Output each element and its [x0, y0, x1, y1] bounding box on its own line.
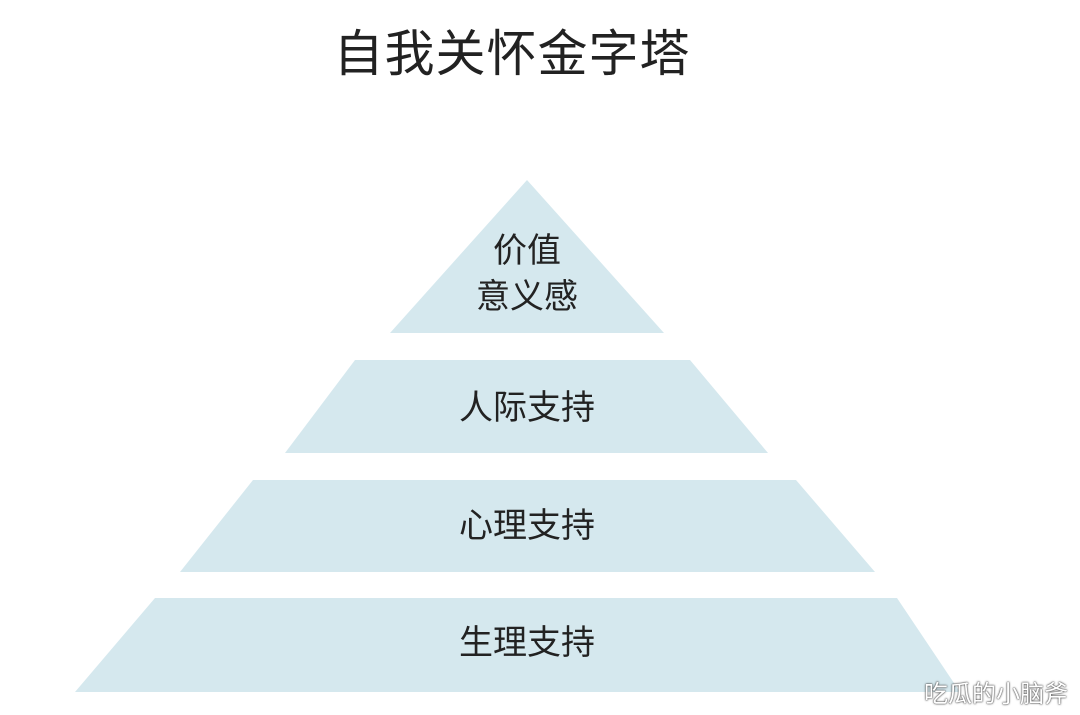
diagram-title: 自我关怀金字塔: [333, 25, 691, 83]
level-3-label: 心理支持: [459, 506, 595, 546]
level-top-label: 价值 意义感: [427, 228, 627, 320]
pyramid-level-2: [285, 360, 768, 453]
pyramid-level-3: [180, 480, 875, 572]
level-top-line1: 价值: [493, 231, 561, 271]
level-4-label: 生理支持: [459, 623, 595, 663]
level-top-line2: 意义感: [476, 277, 578, 317]
watermark: 吃瓜的小脑斧: [924, 680, 1068, 708]
pyramid-level-top: [390, 180, 664, 333]
level-2-label: 人际支持: [459, 388, 595, 428]
pyramid-level-4: [75, 598, 960, 692]
